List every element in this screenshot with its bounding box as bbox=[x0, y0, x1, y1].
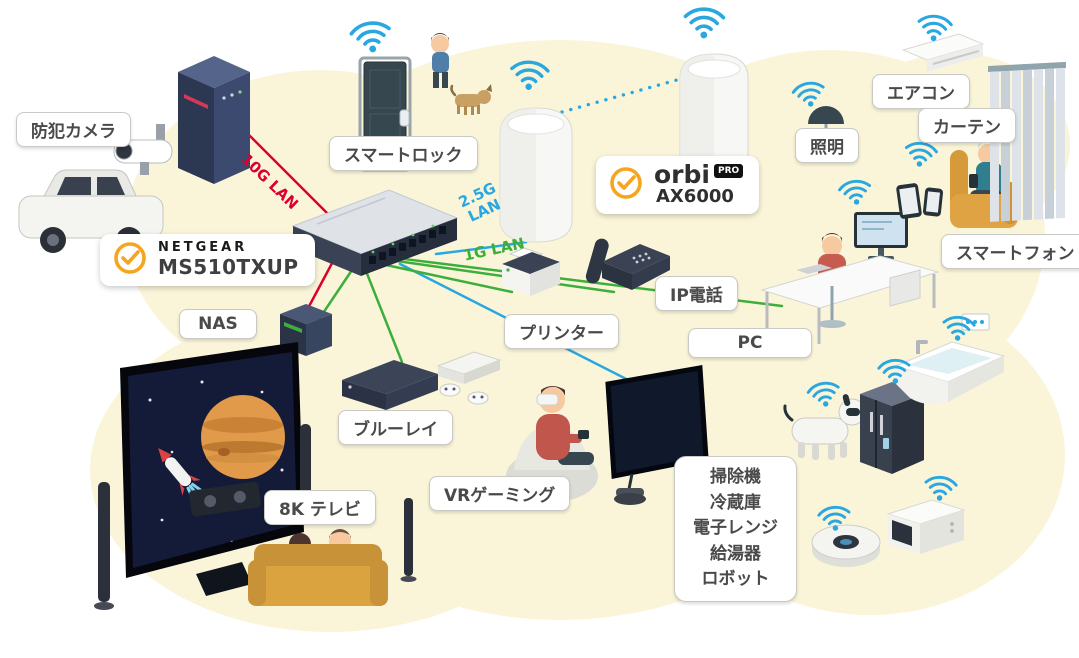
label-8k-tv: 8K テレビ bbox=[264, 490, 376, 525]
label-vr-gaming: VRゲーミング bbox=[429, 476, 571, 511]
dog-illustration bbox=[450, 84, 492, 115]
bathtub-illustration bbox=[894, 340, 1006, 405]
line-1g-printer bbox=[370, 260, 514, 294]
orbi-router-badge: orbi PRO AX6000 bbox=[596, 156, 760, 214]
label-pc: PC bbox=[688, 328, 812, 358]
label-refrigerator: 冷蔵庫 bbox=[710, 492, 761, 513]
bluray-illustration bbox=[342, 360, 438, 410]
netgear-switch-badge: NETGEAR MS510TXUP bbox=[100, 234, 315, 286]
label-ip-phone: IP電話 bbox=[655, 276, 738, 311]
line-wireless-backhaul bbox=[560, 76, 686, 114]
netgear-brand: NETGEAR bbox=[158, 240, 248, 256]
line-10g-server-switch bbox=[238, 124, 340, 226]
ip-phone-illustration bbox=[585, 238, 670, 290]
printer-illustration bbox=[502, 247, 560, 296]
center-speaker-illustration bbox=[189, 481, 261, 517]
label-water-heater: 給湯器 bbox=[710, 543, 761, 564]
aircon-illustration bbox=[901, 33, 985, 72]
orbi-pro-tag: PRO bbox=[713, 164, 744, 179]
wifi-icon bbox=[348, 18, 394, 57]
label-nas: NAS bbox=[179, 309, 257, 339]
robot-vacuum-illustration bbox=[811, 524, 881, 567]
label-microwave: 電子レンジ bbox=[693, 518, 778, 538]
car-illustration bbox=[18, 169, 164, 253]
nas-illustration bbox=[280, 304, 332, 356]
label-printer: プリンター bbox=[504, 314, 619, 349]
label-vacuum: 掃除機 bbox=[710, 467, 761, 487]
label-appliances: 掃除機 冷蔵庫 電子レンジ 給湯器 ロボット bbox=[674, 456, 797, 602]
game-console-illustration bbox=[436, 351, 502, 405]
server-rack-illustration bbox=[178, 56, 250, 184]
label-lighting: 照明 bbox=[795, 128, 859, 163]
tv-8k-illustration bbox=[120, 342, 304, 596]
speaker-right-illustration bbox=[400, 498, 417, 582]
label-aircon: エアコン bbox=[872, 74, 970, 109]
robot-dog-illustration bbox=[783, 394, 866, 460]
speaker-left-illustration bbox=[94, 482, 114, 610]
check-circle-icon bbox=[608, 165, 644, 205]
label-bluray: ブルーレイ bbox=[338, 410, 453, 445]
line-1g-bluray bbox=[362, 264, 404, 364]
label-robot: ロボット bbox=[701, 569, 770, 589]
switch-model: MS510TXUP bbox=[158, 254, 299, 279]
label-smartphone: スマートフォン bbox=[941, 234, 1079, 269]
orbi-brand: orbi bbox=[654, 160, 710, 189]
smartphone-tablet-illustration bbox=[896, 183, 944, 219]
router-model: AX6000 bbox=[656, 186, 734, 207]
check-circle-icon bbox=[112, 240, 148, 280]
sofa-illustration bbox=[248, 529, 388, 606]
label-curtain: カーテン bbox=[918, 108, 1016, 143]
line-1g-ipphone bbox=[374, 256, 616, 294]
refrigerator-illustration bbox=[860, 382, 924, 474]
child-illustration bbox=[431, 33, 449, 88]
label-security-camera: 防犯カメラ bbox=[16, 112, 131, 147]
desk-pc-illustration bbox=[760, 212, 940, 344]
line-25g-switch-orbi bbox=[434, 240, 528, 256]
orbi-router-illustration bbox=[499, 107, 573, 243]
label-smart-lock: スマートロック bbox=[329, 136, 478, 171]
microwave-illustration bbox=[886, 499, 966, 554]
wifi-icon bbox=[682, 6, 726, 41]
